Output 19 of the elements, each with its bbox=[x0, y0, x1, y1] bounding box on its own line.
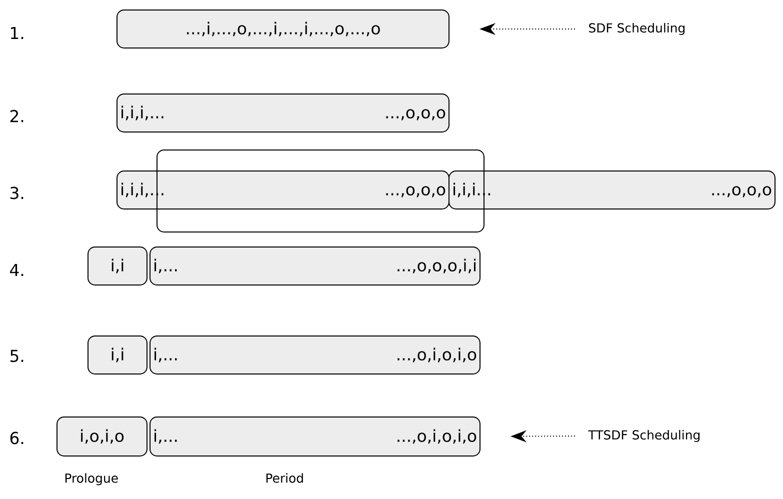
schedule-box: i,... ...,o,o,o,i,i bbox=[150, 246, 480, 286]
node-label: ...,o,o,o bbox=[712, 186, 772, 198]
schedule-box: i,... ...,o,i,o,i,o bbox=[150, 336, 480, 374]
schedule-box: i,... ...,o,i,o,i,o bbox=[150, 416, 480, 456]
schedule-box: i,i,i,... ...,o,o,o bbox=[116, 94, 450, 132]
row-number: 2. bbox=[10, 110, 24, 122]
node-label: Period bbox=[266, 473, 303, 483]
row-number: 4. bbox=[10, 264, 24, 276]
annotation-text: SDF Scheduling bbox=[589, 22, 685, 36]
schedule-box: ...,i,...,o,...,i,...,i,...,o,...,o bbox=[116, 10, 450, 48]
row-number: 5. bbox=[10, 350, 24, 362]
schedule-box: i,i bbox=[88, 336, 148, 374]
schedule-box: i,o,i,o bbox=[56, 416, 148, 456]
row-number: 6. bbox=[10, 432, 24, 444]
annotation-text: TTSDF Scheduling bbox=[588, 430, 700, 442]
row-number: 1. bbox=[11, 27, 24, 39]
row-number: 3. bbox=[10, 186, 24, 200]
node-label: Prologue bbox=[65, 473, 118, 486]
schedule-box: i,i bbox=[88, 246, 148, 286]
